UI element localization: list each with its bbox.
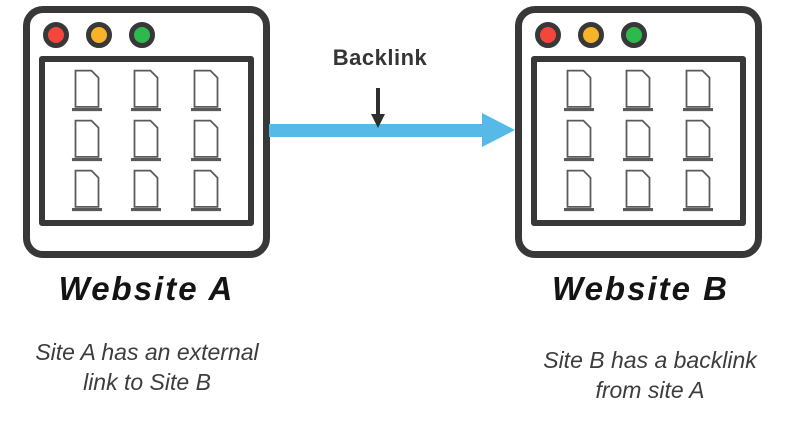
document-icon [623,69,654,112]
document-grid [45,62,248,216]
pointer-down-arrow-head-icon [371,114,385,128]
webpage-content-area [39,56,254,226]
website-b-window [515,6,762,258]
document-icon [71,119,102,162]
document-icon [131,69,162,112]
traffic-light-yellow-icon [578,22,604,48]
document-icon [563,69,594,112]
website-a-caption: Site A has an external link to Site B [2,337,292,397]
caption-line: from site A [595,377,705,403]
document-icon [563,169,594,212]
caption-line: Site A has an external [35,339,259,365]
website-a-window [23,6,270,258]
document-icon [683,69,714,112]
window-controls [43,22,263,48]
document-icon [683,119,714,162]
document-icon [71,169,102,212]
document-icon [71,69,102,112]
document-icon [623,169,654,212]
traffic-light-red-icon [43,22,69,48]
traffic-light-red-icon [535,22,561,48]
document-grid [537,62,740,216]
caption-line: Site B has a backlink [543,347,757,373]
document-icon [191,169,222,212]
traffic-light-green-icon [129,22,155,48]
document-icon [563,119,594,162]
website-b-caption: Site B has a backlink from site A [505,345,795,405]
window-controls [535,22,755,48]
backlink-arrow [269,124,483,137]
traffic-light-yellow-icon [86,22,112,48]
backlink-arrow-head-icon [482,113,515,147]
document-icon [191,119,222,162]
pointer-down-arrow-icon [376,88,380,115]
document-icon [131,119,162,162]
document-icon [623,119,654,162]
backlink-label: Backlink [332,45,428,70]
traffic-light-green-icon [621,22,647,48]
website-a-title: Website A [58,270,235,307]
website-b-title: Website B [552,270,729,307]
document-icon [191,69,222,112]
webpage-content-area [531,56,746,226]
document-icon [131,169,162,212]
document-icon [683,169,714,212]
caption-line: link to Site B [83,369,211,395]
